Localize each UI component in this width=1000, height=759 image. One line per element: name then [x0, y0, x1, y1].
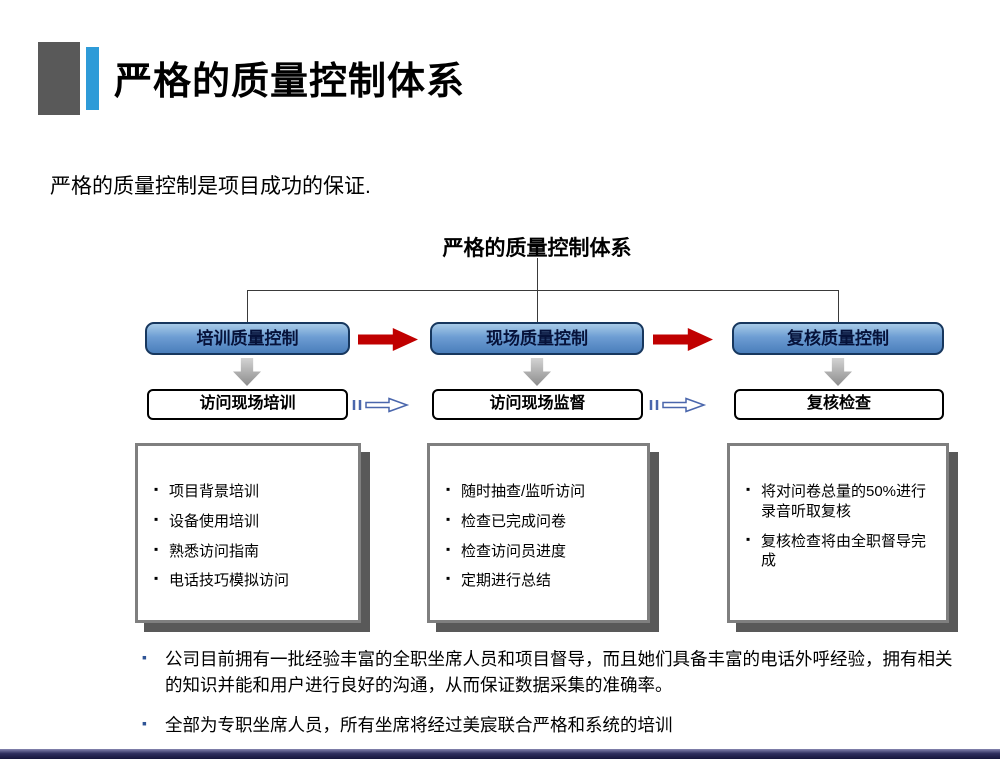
gray-down-arrow-icon	[824, 358, 852, 386]
footer-accent-bar	[0, 749, 1000, 759]
list-item: 设备使用培训	[154, 512, 350, 532]
detail-list-field: 随时抽查/监听访问 检查已完成问卷 检查访问员进度 定期进行总结	[446, 482, 639, 591]
intro-text: 严格的质量控制是项目成功的保证.	[50, 175, 371, 198]
red-right-arrow-icon	[653, 328, 713, 351]
list-item: 复核检查将由全职督导完成	[746, 532, 938, 572]
list-item: 项目背景培训	[154, 482, 350, 502]
stage-box-review-qc: 复核质量控制	[732, 322, 944, 355]
connector-line-horizontal	[247, 290, 839, 291]
method-box-site-supervision: 访问现场监督	[432, 389, 643, 420]
list-item: 电话技巧模拟访问	[154, 571, 350, 591]
method-box-site-training: 访问现场培训	[147, 389, 348, 420]
method-box-review-check: 复核检查	[734, 389, 944, 420]
stage-box-training-qc: 培训质量控制	[145, 322, 350, 355]
red-right-arrow-icon	[358, 328, 418, 351]
header-accent-gray-bar	[38, 42, 80, 115]
connector-line-drop-1	[247, 291, 248, 322]
striped-right-arrow-icon	[649, 397, 707, 413]
detail-list-review: 将对问卷总量的50%进行录音听取复核 复核检查将由全职督导完成	[746, 482, 938, 571]
connector-line-drop-3	[838, 291, 839, 322]
header-accent-blue-bar	[86, 47, 99, 110]
gray-down-arrow-icon	[233, 358, 261, 386]
striped-right-arrow-icon	[352, 397, 410, 413]
list-item: 将对问卷总量的50%进行录音听取复核	[746, 482, 938, 522]
note-item: 全部为专职坐席人员，所有坐席将经过美宸联合严格和系统的培训	[140, 712, 958, 738]
diagram-title: 严格的质量控制体系	[442, 237, 632, 260]
list-item: 检查已完成问卷	[446, 512, 639, 532]
note-item: 公司目前拥有一批经验丰富的全职坐席人员和项目督导，而且她们具备丰富的电话外呼经验…	[140, 646, 958, 699]
detail-box-review: 将对问卷总量的50%进行录音听取复核 复核检查将由全职督导完成	[727, 443, 949, 623]
connector-line-drop-2	[537, 291, 538, 322]
page-title: 严格的质量控制体系	[114, 61, 466, 103]
gray-down-arrow-icon	[523, 358, 551, 386]
list-item: 随时抽查/监听访问	[446, 482, 639, 502]
list-item: 熟悉访问指南	[154, 542, 350, 562]
detail-box-field: 随时抽查/监听访问 检查已完成问卷 检查访问员进度 定期进行总结	[427, 443, 650, 623]
stage-box-field-qc: 现场质量控制	[430, 322, 644, 355]
list-item: 定期进行总结	[446, 571, 639, 591]
detail-list-training: 项目背景培训 设备使用培训 熟悉访问指南 电话技巧模拟访问	[154, 482, 350, 591]
connector-line-vertical-top	[537, 258, 538, 290]
detail-box-training: 项目背景培训 设备使用培训 熟悉访问指南 电话技巧模拟访问	[135, 443, 361, 623]
bottom-notes: 公司目前拥有一批经验丰富的全职坐席人员和项目督导，而且她们具备丰富的电话外呼经验…	[140, 646, 958, 751]
list-item: 检查访问员进度	[446, 542, 639, 562]
